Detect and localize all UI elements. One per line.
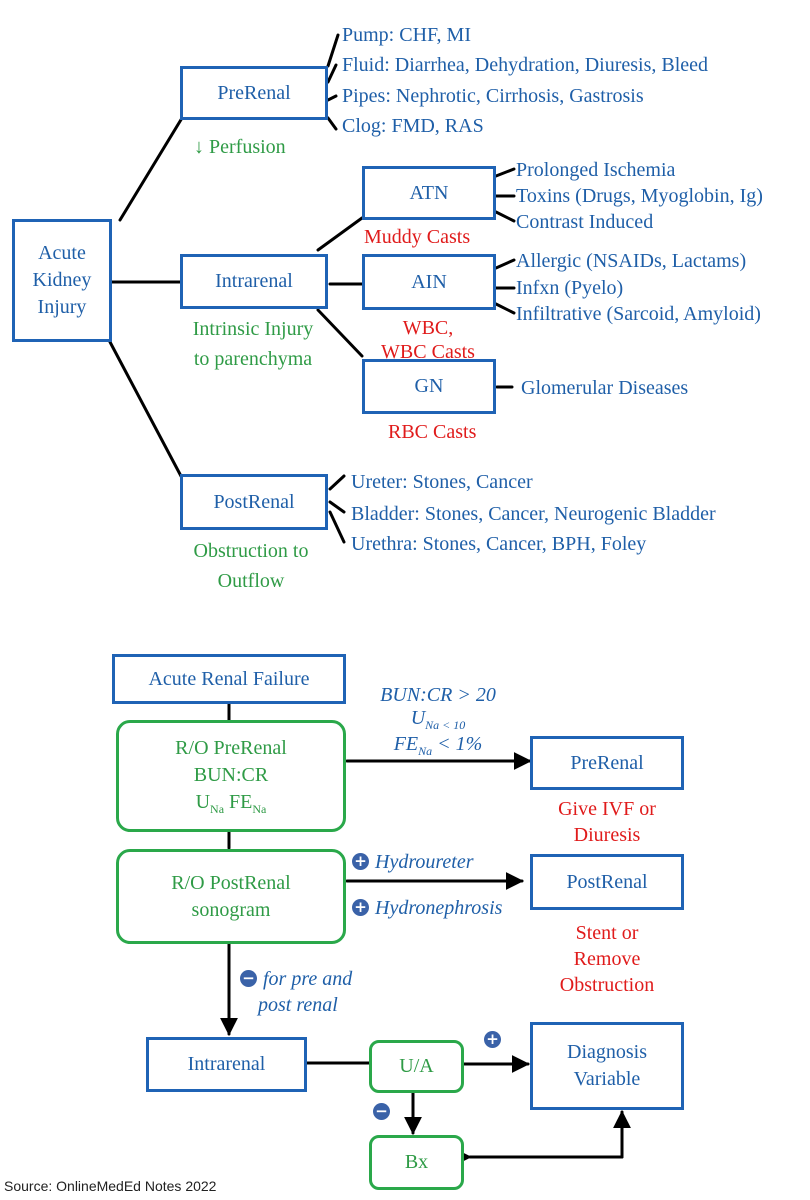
gn-box: GN <box>362 359 496 414</box>
plus-icon: + <box>484 1030 501 1048</box>
negative-note: −for pre and post renal <box>240 966 352 1018</box>
atn-note: Muddy Casts <box>364 226 471 248</box>
acute-renal-failure-box: Acute Renal Failure <box>112 654 346 704</box>
ain-note: WBC, WBC Casts <box>360 316 496 364</box>
prerenal-criteria: BUN:CR > 20 UNa < 10 FENa < 1% <box>348 684 528 759</box>
criteria-fena: FENa < 1% <box>393 732 483 758</box>
bx-label: Bx <box>404 1151 429 1173</box>
minus-icon: − <box>240 969 257 987</box>
ua-plus: + <box>484 1030 507 1050</box>
root-line-1: Acute <box>38 242 86 264</box>
flow-prerenal-label: PreRenal <box>570 751 644 774</box>
atn-label: ATN <box>409 181 449 204</box>
root-line-2: Kidney <box>32 269 92 291</box>
postrenal-box: PostRenal <box>180 474 328 530</box>
postrenal-item: Urethra: Stones, Cancer, BPH, Foley <box>351 533 647 555</box>
ro-pre-line-1: R/O PreRenal <box>175 736 287 759</box>
postrenal-item: Ureter: Stones, Cancer <box>351 471 533 493</box>
link-root-postrenal <box>108 340 184 480</box>
atn-box: ATN <box>362 166 496 220</box>
prerenal-item: Pump: CHF, MI <box>342 24 471 46</box>
flow-postrenal-label: PostRenal <box>566 870 648 893</box>
finding-hydroureter: +Hydroureter <box>352 852 474 872</box>
plus-icon: + <box>352 852 369 870</box>
gn-note: RBC Casts <box>388 421 477 443</box>
intrarenal-note-line-2: to parenchyma <box>193 348 313 370</box>
postrenal-item: Bladder: Stones, Cancer, Neurogenic Blad… <box>351 503 716 525</box>
criteria-bun-cr: BUN:CR > 20 <box>380 684 496 706</box>
ain-box: AIN <box>362 254 496 310</box>
atn-item: Prolonged Ischemia <box>516 159 676 181</box>
source-caption: Source: OnlineMedEd Notes 2022 <box>4 1178 217 1194</box>
dx-line-2: Variable <box>573 1068 641 1090</box>
postrenal-tx-line-1: Stent or <box>575 922 639 944</box>
flow-intrarenal-label: Intrarenal <box>187 1053 266 1075</box>
postrenal-treatment: Stent or Remove Obstruction <box>530 920 684 998</box>
postrenal-tx-line-2: Remove <box>573 948 641 970</box>
arf-label: Acute Renal Failure <box>148 667 310 690</box>
prerenal-tx-line-2: Diuresis <box>573 824 641 846</box>
gn-item: Glomerular Diseases <box>521 377 689 399</box>
ain-item: Allergic (NSAIDs, Lactams) <box>516 250 747 272</box>
prerenal-label: PreRenal <box>217 81 291 104</box>
ro-post-line-2: sonogram <box>191 898 271 921</box>
prerenal-item: Pipes: Nephrotic, Cirrhosis, Gastrosis <box>342 85 644 107</box>
prerenal-tx-line-1: Give IVF or <box>558 798 656 820</box>
plus-icon: + <box>352 898 369 916</box>
prerenal-item: Clog: FMD, RAS <box>342 115 484 137</box>
flow-postrenal-box: PostRenal <box>530 854 684 910</box>
ro-prerenal-box: R/O PreRenal BUN:CR UNa FENa <box>116 720 346 832</box>
postrenal-tx-line-3: Obstruction <box>559 974 655 996</box>
ain-label: AIN <box>411 270 447 293</box>
ro-pre-line-3: UNa FENa <box>195 790 267 816</box>
ain-item: Infxn (Pyelo) <box>516 277 624 299</box>
prerenal-item: Fluid: Diarrhea, Dehydration, Diuresis, … <box>342 54 709 76</box>
atn-item: Contrast Induced <box>516 211 654 233</box>
negative-note-line-2: post renal <box>258 994 338 1016</box>
ua-box: U/A <box>369 1040 464 1093</box>
ro-pre-line-2: BUN:CR <box>193 763 269 786</box>
postrenal-note: Obstruction to Outflow <box>176 536 326 596</box>
flow-intrarenal-box: Intrarenal <box>146 1037 307 1092</box>
prerenal-box: PreRenal <box>180 66 328 120</box>
ua-label: U/A <box>399 1055 434 1077</box>
postrenal-note-line-1: Obstruction to <box>193 540 309 562</box>
postrenal-label: PostRenal <box>213 490 295 513</box>
flow-prerenal-box: PreRenal <box>530 736 684 790</box>
diagnosis-variable-box: Diagnosis Variable <box>530 1022 684 1110</box>
prerenal-note: ↓ Perfusion <box>194 136 286 158</box>
dx-line-1: Diagnosis <box>567 1041 647 1063</box>
ua-minus: − <box>373 1102 396 1122</box>
postrenal-note-line-2: Outflow <box>217 570 285 592</box>
root-line-3: Injury <box>37 296 87 318</box>
ro-post-line-1: R/O PostRenal <box>171 871 291 894</box>
minus-icon: − <box>373 1102 390 1120</box>
intrarenal-note-line-1: Intrinsic Injury <box>192 318 314 340</box>
prerenal-treatment: Give IVF or Diuresis <box>530 796 684 848</box>
atn-item: Toxins (Drugs, Myoglobin, Ig) <box>516 185 763 207</box>
criteria-una: UNa < 10 <box>410 707 466 732</box>
ain-item: Infiltrative (Sarcoid, Amyloid) <box>516 303 761 325</box>
link-root-prerenal <box>118 116 184 222</box>
ain-note-line-1: WBC, <box>402 317 454 339</box>
intrarenal-note: Intrinsic Injury to parenchyma <box>178 314 328 374</box>
gn-label: GN <box>414 375 444 397</box>
acute-kidney-injury-box: Acute Kidney Injury <box>12 219 112 342</box>
intrarenal-label: Intrarenal <box>215 270 293 292</box>
ro-postrenal-box: R/O PostRenal sonogram <box>116 849 346 944</box>
finding-hydronephrosis: +Hydronephrosis <box>352 898 502 918</box>
ain-note-line-2: WBC Casts <box>381 341 475 363</box>
intrarenal-box: Intrarenal <box>180 254 328 309</box>
biopsy-box: Bx <box>369 1135 464 1190</box>
negative-note-line-1: −for pre and <box>240 966 352 992</box>
